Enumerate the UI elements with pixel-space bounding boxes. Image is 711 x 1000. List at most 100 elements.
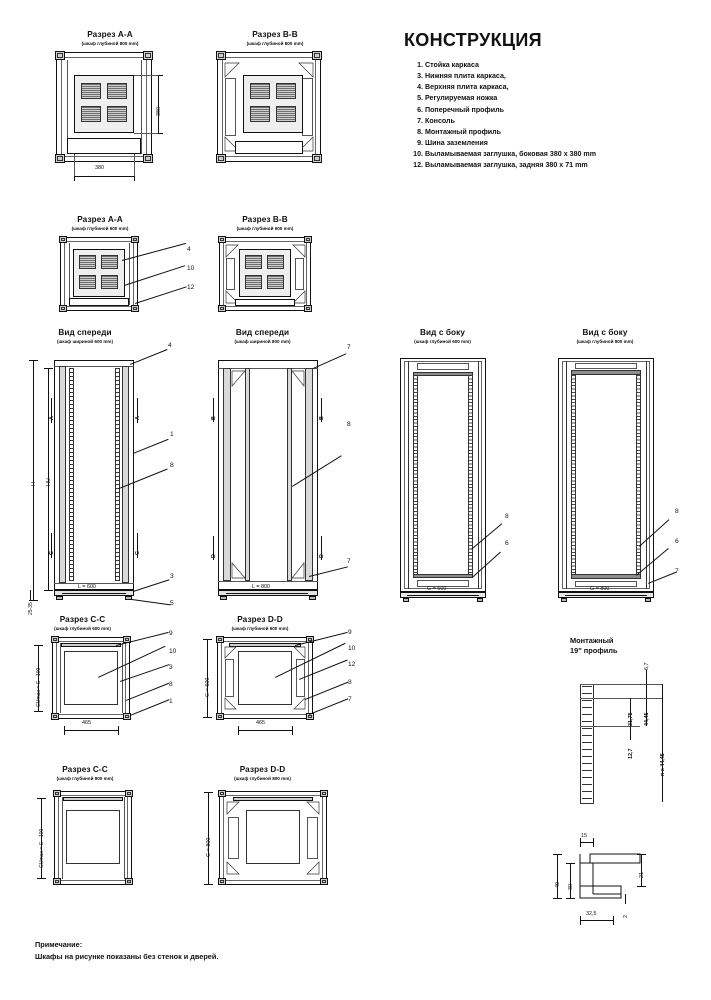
- corner-post: [55, 154, 65, 163]
- top-plate-line: [218, 368, 318, 369]
- dim-line-30: [570, 863, 571, 898]
- mounting-profile: [245, 368, 250, 581]
- note-title: Примечание:: [35, 940, 83, 949]
- dim-label-D-right: D: [319, 554, 325, 558]
- frame-upright: [59, 366, 66, 583]
- knockout-plate: [238, 651, 292, 705]
- earthing-bar: [233, 797, 313, 801]
- legend-item: 4.Верхняя плита каркаса,: [417, 83, 509, 92]
- dim-line-B-left: [213, 398, 214, 422]
- dim-line-44-45: [646, 684, 647, 726]
- side-panel: [225, 78, 236, 136]
- corner-post: [216, 51, 226, 60]
- cabinet-outline: [54, 791, 132, 885]
- cabinet-outline: [54, 360, 134, 590]
- dim-label-B-right: B: [319, 416, 325, 420]
- dim-label-A-left: A: [49, 416, 55, 420]
- callout-4: 4: [187, 246, 191, 253]
- view-section-dd-800: Разрез D-D (шкаф глубиной 800 mm) G = 80…: [195, 765, 380, 895]
- dim-line-G: [208, 792, 209, 884]
- corner-post: [125, 790, 133, 797]
- console-brackets: [231, 370, 305, 579]
- leader-line: [133, 438, 169, 454]
- callout-8: 8: [170, 462, 174, 469]
- cabinet-inner-outline: [562, 361, 650, 589]
- side-panel: [225, 659, 234, 697]
- frame-line: [141, 60, 142, 154]
- leader-line: [133, 579, 170, 592]
- dim-line-A-right: [137, 398, 138, 423]
- callout-9: 9: [169, 630, 173, 637]
- dim-tick: [153, 75, 163, 76]
- callout-8: 8: [169, 681, 173, 688]
- dim-tick: [64, 726, 65, 735]
- extension-line: [134, 154, 135, 176]
- dim-label-25-35: 25-35: [28, 602, 34, 615]
- cabinet-outline: [217, 637, 313, 719]
- leader-line: [130, 349, 168, 365]
- dim-label-380-horizontal: 380: [95, 165, 104, 171]
- knockout-plate: [66, 810, 120, 864]
- page-title: КОНСТРУКЦИЯ: [404, 30, 542, 50]
- dim-tick: [580, 838, 581, 847]
- corner-post: [125, 878, 133, 885]
- earthing-bar: [63, 797, 123, 801]
- dim-label-380-vertical: 380: [156, 107, 162, 116]
- console-brackets: [224, 62, 314, 152]
- corner-post: [320, 790, 328, 797]
- dim-label-A-right: A: [135, 416, 141, 420]
- guide-line: [580, 698, 662, 699]
- callout-5: 5: [170, 600, 174, 607]
- dim-line-2: [625, 894, 626, 904]
- view-section-cc-600: Разрез С-С (шкаф глубиной 600 mm) GUmax …: [34, 615, 177, 735]
- top-rail: [417, 363, 469, 370]
- dim-line-foot: [30, 590, 31, 601]
- dim-line-GU: [38, 645, 39, 711]
- console-brackets: [225, 244, 306, 304]
- bottom-rail: [417, 580, 469, 587]
- view-side-800: Вид с боку (шкаф глубиной 800 mm) G = 80…: [540, 328, 711, 618]
- cross-profile: [413, 372, 473, 376]
- side-panel: [228, 817, 239, 859]
- dim-label-G800: G = 800: [206, 837, 212, 857]
- cabinet-outline: [217, 52, 321, 162]
- dim-label-44-45: 44,45: [644, 712, 650, 727]
- dim-line-6-7: [646, 670, 647, 684]
- dim-label-12-7: 12,7: [628, 748, 634, 760]
- dim-label-30: 30: [568, 884, 574, 890]
- dim-label-H: H: [31, 482, 37, 486]
- louver-vent: [245, 255, 262, 269]
- dim-line-D-right: [321, 536, 322, 560]
- dim-line-C-right: [137, 533, 138, 558]
- bottom-rail: [575, 581, 637, 587]
- dim-label-G800: G = 800: [590, 586, 610, 592]
- corner-post: [53, 878, 61, 885]
- dim-tick: [203, 639, 212, 640]
- bottom-plate-line: [218, 581, 318, 582]
- cabinet-outline: [400, 358, 486, 592]
- dim-tick: [553, 898, 562, 899]
- corner-post: [143, 51, 153, 60]
- dim-line-A-left: [51, 398, 52, 423]
- dim-line-G: [565, 595, 647, 596]
- callout-7-bottom: 7: [347, 558, 351, 565]
- corner-post: [218, 305, 226, 312]
- view-section-bb-600: Разрез В-В (шкаф глубиной 600 mm): [205, 215, 365, 320]
- dim-label-L800: L = 800: [252, 584, 270, 590]
- dim-label-GUmax: GUmax = G - 100: [36, 667, 42, 707]
- corner-post: [143, 154, 153, 163]
- louver-vent: [267, 275, 284, 289]
- callout-7: 7: [348, 696, 352, 703]
- dim-tick: [203, 717, 212, 718]
- dim-label-21: 21: [639, 872, 645, 878]
- dim-tick: [34, 645, 43, 646]
- dim-line-15: [580, 842, 593, 843]
- view-front-600: Вид спереди (шкаф шириной 600 mm) H HU A: [28, 328, 174, 615]
- cabinet-outline: [218, 360, 318, 590]
- bottom-rail: [235, 299, 295, 306]
- cabinet-outline: [558, 358, 654, 592]
- cabinet-inner-outline: [64, 241, 134, 307]
- corner-post: [218, 878, 226, 885]
- adjustable-foot: [403, 598, 409, 602]
- view-section-dd-600: Разрез D-D (шкаф глубиной 600 mm) G = 60…: [195, 615, 380, 740]
